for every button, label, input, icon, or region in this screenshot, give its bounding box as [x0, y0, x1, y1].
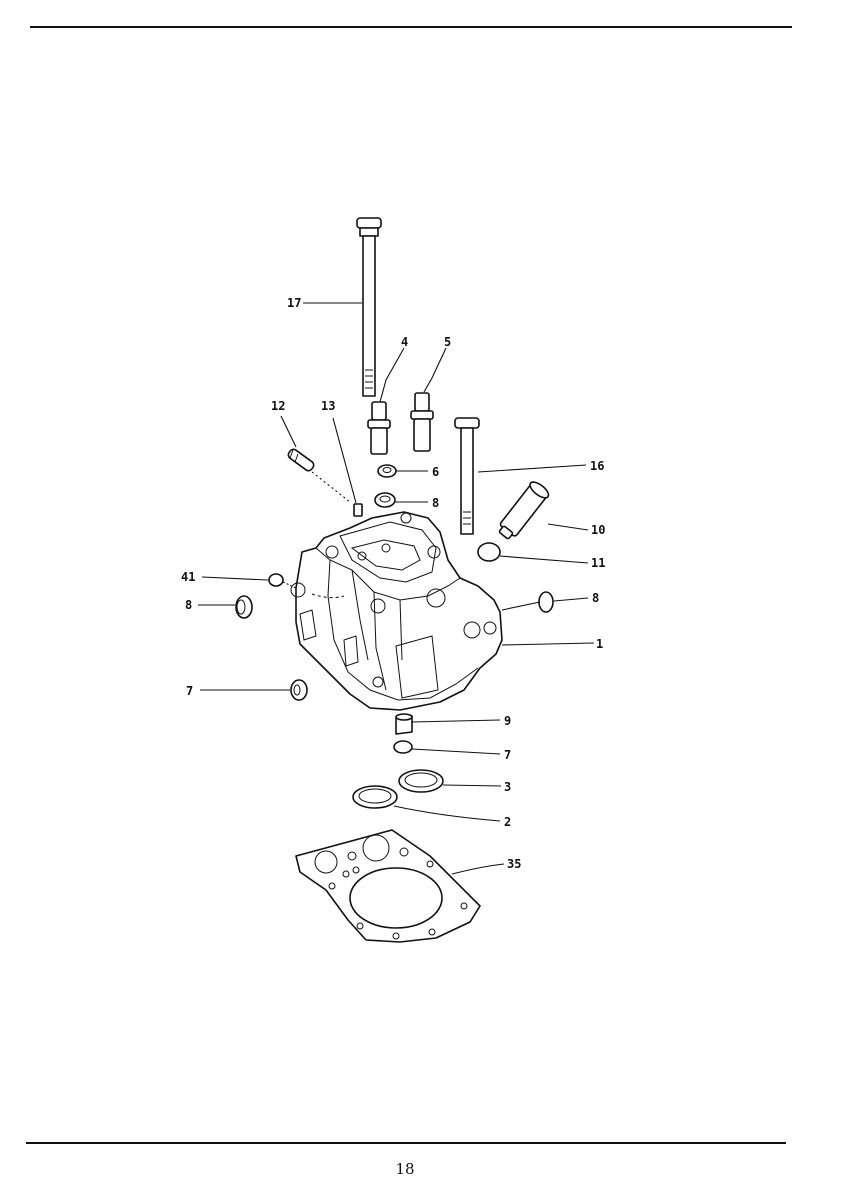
part-2-valve-seat: [352, 785, 398, 809]
part-7-bottom-plug: [393, 740, 413, 754]
label-35: 35: [507, 857, 521, 871]
part-11-plug: [477, 542, 501, 562]
label-13: 13: [321, 399, 335, 413]
part-8-left-plug: [235, 595, 253, 619]
label-7-left: 7: [186, 684, 193, 698]
label-1: 1: [596, 637, 603, 651]
part-12-stud: [287, 448, 315, 472]
part-10-sleeve: [498, 481, 550, 540]
part-1-cylinder-head: [290, 511, 503, 711]
part-number-labels: 17 4 5 12 13 16 6 8 10 11 41 8 8 1 7 9 7…: [181, 296, 605, 871]
part-3-valve-seat: [398, 769, 444, 793]
label-16: 16: [590, 459, 604, 473]
part-13-pin: [353, 503, 363, 517]
label-8-top: 8: [432, 496, 439, 510]
page-number: 18: [395, 1160, 415, 1178]
part-6-ring: [377, 464, 397, 478]
leader-lines: [198, 302, 595, 875]
label-5: 5: [444, 335, 451, 349]
label-9: 9: [504, 714, 511, 728]
label-12: 12: [271, 399, 285, 413]
label-41: 41: [181, 570, 195, 584]
label-17: 17: [287, 296, 301, 310]
part-7-left-plug: [290, 679, 308, 701]
label-10: 10: [591, 523, 605, 537]
part-16-bolt: [454, 417, 480, 535]
label-3: 3: [504, 780, 511, 794]
part-5-valve-guide: [410, 392, 434, 452]
part-17-long-bolt: [356, 217, 382, 397]
part-4-valve-guide: [367, 401, 391, 455]
label-7-bottom: 7: [504, 748, 511, 762]
part-35-head-gasket: [295, 829, 481, 943]
part-8-right-plug: [538, 591, 554, 613]
bottom-rule: [26, 1142, 786, 1144]
part-8-top-ring: [374, 492, 396, 508]
label-8-right: 8: [592, 591, 599, 605]
label-11: 11: [591, 556, 605, 570]
label-2: 2: [504, 815, 511, 829]
label-8-left: 8: [185, 598, 192, 612]
part-41-plug: [268, 573, 284, 587]
label-6: 6: [432, 465, 439, 479]
label-4: 4: [401, 335, 408, 349]
top-rule: [30, 26, 792, 28]
part-9-seal: [395, 713, 413, 735]
